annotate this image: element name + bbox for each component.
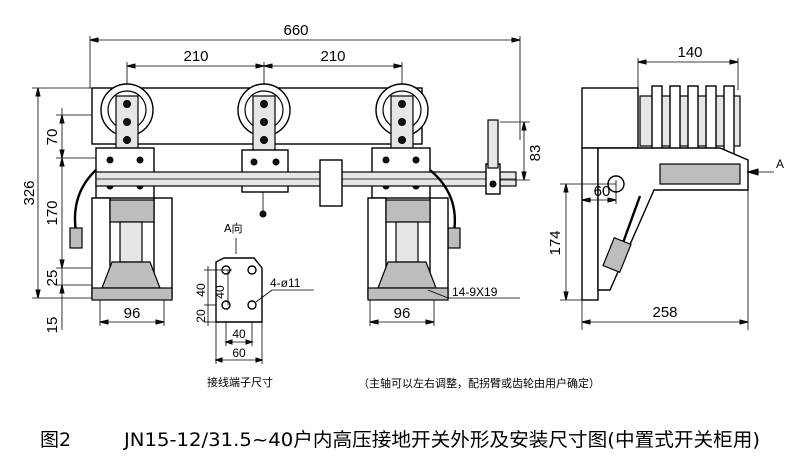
dim-258-label: 258 [652, 304, 677, 321]
detail-dim-40-horizontal: 40 [232, 327, 246, 341]
hole-note-front: 14-9X19 [427, 285, 520, 299]
terminal-hole [247, 265, 257, 275]
dim-15-label: 15 [44, 317, 61, 334]
contact-wheel-middle [237, 83, 291, 153]
figure-number: 图2 [40, 429, 71, 451]
dim-210-right-label: 210 [320, 48, 345, 65]
dim-25-label: 25 [44, 270, 61, 287]
detail-dim-20-vertical: 20 [194, 309, 208, 323]
detail-dim-60-horizontal: 60 [232, 346, 246, 360]
main-shaft [95, 119, 517, 218]
adjustment-note: （主轴可以左右调整，配拐臂或齿轮由用户确定） [358, 376, 600, 390]
dim-210-left-label: 210 [183, 48, 208, 65]
dim-326-label: 326 [21, 180, 38, 205]
side-contact-arm [659, 163, 741, 185]
detail-a-view: A向 40 20 40 40 60 4-ø11 接线 [194, 221, 314, 389]
detail-hole-note: 4-ø11 [270, 276, 301, 290]
detail-a-caption: 接线端子尺寸 [207, 375, 273, 389]
contact-wheel-left [100, 83, 154, 153]
terminal-hole [221, 300, 231, 310]
detail-dim-40-vertical: 40 [194, 283, 208, 297]
contact-wheel-right [375, 83, 429, 153]
side-mount-bar [581, 147, 599, 301]
side-back-plate [581, 87, 639, 149]
detail-dim-40-side: 40 [213, 285, 227, 299]
terminal-hole [247, 300, 257, 310]
dim-96-left-label: 96 [124, 305, 141, 322]
dim-140-label: 140 [677, 44, 702, 61]
dim-base: 96 96 [99, 300, 435, 326]
side-view: 140 A 60 [547, 44, 784, 330]
view-a-marker: A [776, 157, 784, 171]
frame-right [367, 197, 449, 301]
dim-660-label: 660 [283, 22, 308, 39]
cable-terminal-right [447, 227, 461, 249]
dim-83: 83 [500, 121, 544, 181]
frame-left [91, 197, 173, 301]
dim-70-label: 70 [44, 129, 61, 146]
dim-60-label: 60 [594, 183, 611, 200]
dim-83-label: 83 [527, 145, 544, 162]
dim-left-verticals: 326 70 170 25 15 [21, 87, 100, 334]
front-view: 660 210 210 326 [21, 22, 544, 333]
dim-pitch: 210 210 [126, 48, 403, 90]
dim-overall-width: 660 [89, 22, 521, 140]
flex-cable-left [73, 169, 97, 233]
figure-title: JN15-12/31.5~40户内高压接地开关外形及安装尺寸图(中置式开关柜用) [123, 429, 760, 451]
dim-170-label: 170 [44, 200, 61, 225]
dim-96-right-label: 96 [394, 305, 411, 322]
side-insulator [639, 85, 741, 155]
side-spring [602, 236, 632, 274]
flex-cable-right [429, 169, 457, 233]
detail-a-title: A向 [224, 221, 243, 235]
hole-note-front-label: 14-9X19 [452, 285, 498, 299]
dim-174-label: 174 [547, 230, 564, 255]
cable-terminal-left [69, 227, 83, 249]
